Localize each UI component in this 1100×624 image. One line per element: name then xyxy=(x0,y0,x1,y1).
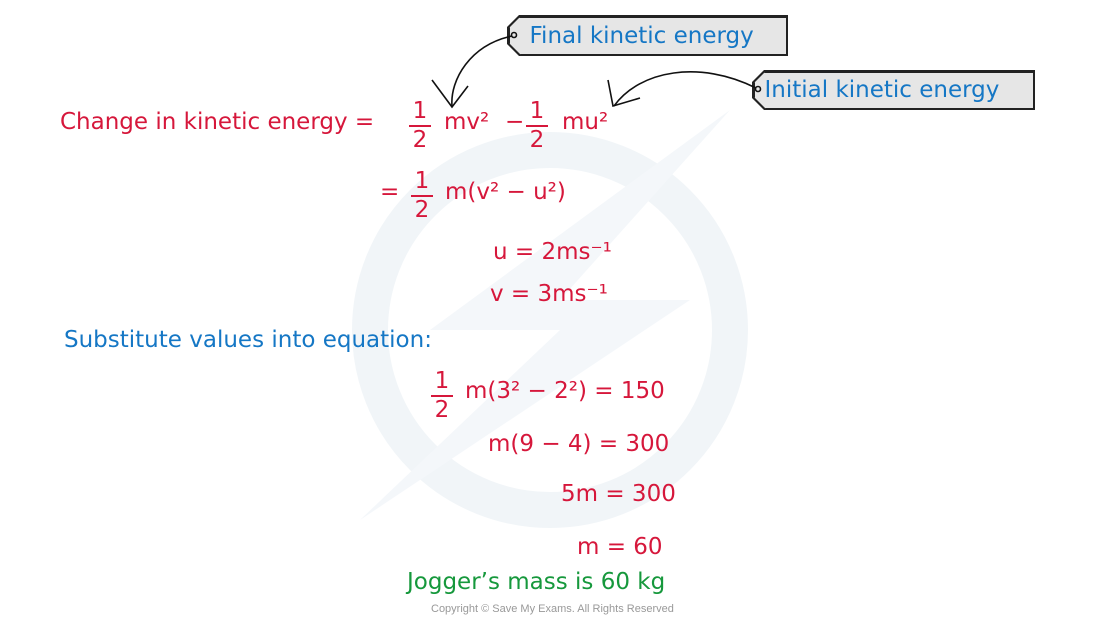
step-3: 5m = 300 xyxy=(561,481,676,507)
initial-kinetic-energy-label: Initial kinetic energy xyxy=(754,72,1034,109)
step-1: m(3² − 2²) = 150 xyxy=(465,378,665,404)
pin-icon xyxy=(754,85,762,93)
copyright: Copyright © Save My Exams. All Rights Re… xyxy=(431,603,674,615)
equals-sign: = xyxy=(380,179,400,205)
final-ke-term: mv² xyxy=(444,109,490,135)
label-text: Initial kinetic energy xyxy=(764,77,1000,103)
step-4: m = 60 xyxy=(577,534,663,560)
step-2: m(9 − 4) = 300 xyxy=(488,431,670,457)
final-kinetic-energy-label: Final kinetic energy xyxy=(509,17,787,55)
initial-ke-term: mu² xyxy=(562,109,609,135)
factored-equation: m(v² − u²) xyxy=(445,179,566,205)
arrow-to-final xyxy=(451,35,513,107)
label-text: Final kinetic energy xyxy=(529,22,754,49)
equation-lhs: Change in kinetic energy = xyxy=(60,109,375,135)
pin-icon xyxy=(510,31,518,39)
initial-velocity: u = 2ms⁻¹ xyxy=(493,239,612,265)
conclusion: Jogger’s mass is 60 kg xyxy=(407,569,666,595)
arrow-to-initial xyxy=(613,71,757,107)
final-velocity: v = 3ms⁻¹ xyxy=(490,281,608,307)
minus-sign: − xyxy=(505,109,525,135)
substitute-heading: Substitute values into equation: xyxy=(64,327,432,353)
